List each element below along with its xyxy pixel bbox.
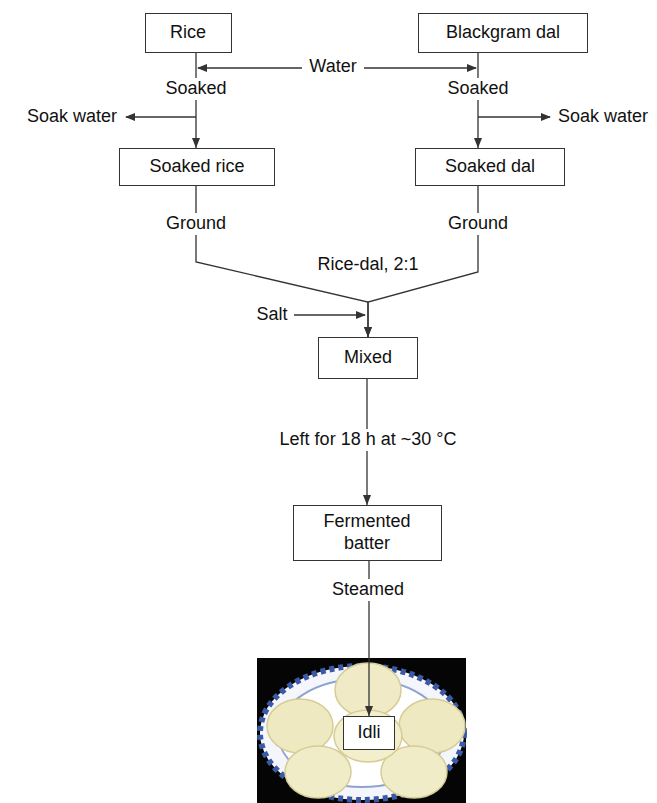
- box-text: Rice: [170, 22, 206, 44]
- process-box: Soaked dal: [415, 148, 565, 186]
- flow-connector: [192, 53, 200, 148]
- arrow-head: [474, 138, 482, 148]
- water-arrow: [198, 67, 302, 68]
- arrow-head: [363, 495, 371, 505]
- process-box: Fermented batter: [293, 505, 442, 561]
- process-box: Soaked rice: [119, 148, 275, 186]
- box-text: Idli: [357, 722, 380, 744]
- soak-water-arrow: [478, 116, 550, 117]
- box-text: Blackgram dal: [446, 22, 560, 44]
- edge-label: Steamed: [329, 579, 407, 601]
- salt-arrow: [294, 314, 365, 315]
- arrow-head: [364, 327, 372, 337]
- water-arrow: [364, 67, 476, 68]
- edge-label: Soaked: [162, 78, 229, 100]
- edge-label: Soaked: [444, 78, 511, 100]
- process-box: Mixed: [318, 337, 418, 379]
- edge-label: Ground: [163, 213, 229, 235]
- edge-label: Left for 18 h at ~30 °C: [277, 429, 460, 451]
- step-label: Soak water: [24, 106, 120, 128]
- arrow-head: [364, 327, 372, 337]
- arrow-head: [365, 706, 373, 716]
- step-label: Rice-dal, 2:1: [314, 254, 421, 276]
- flow-connector: [474, 53, 482, 148]
- box-text: Fermented batter: [307, 511, 427, 554]
- process-box: Blackgram dal: [418, 13, 588, 53]
- connector-line: [195, 53, 196, 148]
- box-text: Soaked rice: [149, 156, 244, 178]
- step-label: Salt: [253, 304, 290, 326]
- edge-label: Ground: [445, 213, 511, 235]
- connector-line: [477, 53, 478, 148]
- process-box: Rice: [145, 13, 232, 53]
- box-text: Mixed: [344, 347, 392, 369]
- step-label: Soak water: [555, 106, 651, 128]
- box-text: Soaked dal: [445, 156, 535, 178]
- arrow-head: [192, 138, 200, 148]
- step-label: Water: [306, 56, 359, 78]
- soak-water-arrow: [126, 116, 196, 117]
- process-box: Idli: [343, 716, 395, 750]
- idli-photo: [257, 658, 466, 803]
